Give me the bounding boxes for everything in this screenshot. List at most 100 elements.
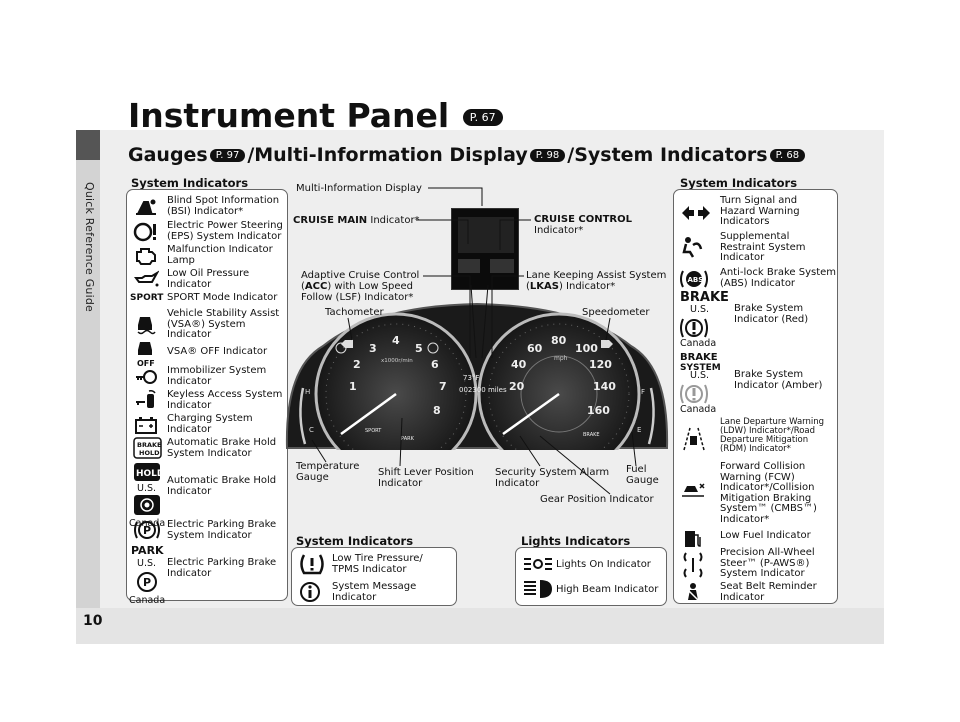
park-icon: PARK: [131, 544, 164, 557]
lights-heading: Lights Indicators: [521, 534, 631, 548]
svg-text:P: P: [143, 524, 151, 537]
callout-acc-line2: ) with Low Speed: [327, 281, 414, 292]
cluster-park-indicator: PARK: [401, 436, 415, 442]
brake-hold-canada-icon: [134, 495, 160, 515]
odometer-readout: 002300 miles: [459, 386, 507, 394]
keyless-fob-icon: [136, 390, 156, 408]
svg-text:OFF: OFF: [137, 359, 155, 368]
indicator-label: Lights On Indicator: [556, 559, 651, 570]
fuel-gauge-arc: [647, 387, 655, 445]
brake-warning-canada-icon: [680, 318, 708, 338]
section-tab-marker: [76, 130, 100, 160]
key-icon: [136, 370, 157, 384]
vsa-off-icon: OFF: [137, 342, 155, 368]
sidebar-label: Quick Reference Guide: [83, 182, 96, 312]
temperature-gauge-arc: [299, 387, 307, 445]
callout-mid: Multi-Information Display: [296, 183, 422, 194]
right-panel-heading: System Indicators: [680, 176, 798, 190]
indicator-label: Electric Parking Brake System Indicator: [167, 519, 277, 541]
indicator-label: VSA® OFF Indicator: [167, 346, 268, 357]
sys-ref-link[interactable]: P. 68: [769, 149, 806, 162]
callout-lkas-bold: LKAS: [529, 281, 559, 292]
svg-text:P: P: [143, 576, 151, 589]
callout-lkas-line1: Lane Keeping Assist System: [526, 270, 667, 281]
sport-icon: SPORT: [130, 293, 164, 303]
svg-text:SYSTEM: SYSTEM: [680, 363, 720, 372]
gauge-e-label: E: [637, 426, 641, 434]
abs-icon: ABS: [680, 270, 708, 288]
epb-system-icon: P: [134, 521, 160, 539]
region-canada: Canada: [680, 404, 717, 415]
gauges-ref-link[interactable]: P. 97: [209, 149, 246, 162]
indicator-label: Anti-lock Brake System (ABS) Indicator: [720, 267, 837, 289]
indicator-label: Vehicle Stability Assist (VSA®) System I…: [167, 308, 280, 340]
subtitle-sys: /System Indicators: [567, 144, 768, 166]
callout-acc: Adaptive Cruise Control(ACC) with Low Sp…: [301, 270, 420, 303]
fuel-pump-icon: [685, 531, 701, 547]
indicator-label: Electric Power Steering (EPS) System Ind…: [167, 220, 283, 242]
indicator-label: Precision All-Wheel Steer™ (P-AWS®) Syst…: [720, 547, 815, 579]
speed-tick: 60: [527, 342, 543, 355]
vsa-car-icon: [137, 317, 156, 335]
gauge-h-label: H: [305, 388, 310, 396]
indicator-label: SPORT Mode Indicator: [167, 292, 278, 303]
region-us: U.S.: [690, 304, 710, 315]
multi-information-display: [451, 208, 519, 290]
indicator-label: Lane Departure Warning (LDW) Indicator*/…: [720, 417, 825, 454]
brake-text-icon: BRAKE: [680, 290, 729, 305]
tach-tick: 7: [439, 380, 447, 393]
page-number: 10: [83, 613, 103, 629]
engine-icon: [136, 248, 156, 265]
left-indicator-panel: Blind Spot Information (BSI) Indicator* …: [126, 189, 288, 606]
mid-ref-link[interactable]: P. 98: [529, 149, 566, 162]
high-beam-icon: [524, 580, 552, 598]
tach-tick: 8: [433, 404, 441, 417]
subtitle-mid: /Multi-Information Display: [247, 144, 528, 166]
lane-departure-icon: [683, 427, 705, 451]
cluster-turn-right-icon: [601, 340, 613, 348]
steering-wheel-warning-icon: [133, 222, 156, 242]
gauge-f-label: F: [641, 388, 645, 396]
callout-temperature: Temperature Gauge: [296, 461, 360, 483]
indicator-label: Brake System Indicator (Amber): [734, 369, 823, 391]
svg-text:HOLD: HOLD: [136, 469, 161, 479]
mid-segment: [490, 259, 514, 273]
left-panel-heading: System Indicators: [131, 176, 249, 190]
svg-text:BRAKE: BRAKE: [137, 441, 161, 449]
callout-cruise-main: CRUISE MAIN Indicator*: [293, 215, 420, 226]
region-us: U.S.: [137, 558, 157, 569]
indicator-label: Immobilizer System Indicator: [167, 365, 267, 387]
region-us: U.S.: [137, 483, 157, 494]
page-ref-link[interactable]: P. 67: [462, 109, 503, 126]
callout-cruise-control-bold: CRUISE CONTROL: [534, 214, 632, 225]
callout-security: Security System Alarm Indicator: [495, 467, 610, 489]
tach-unit: x1000r/min: [381, 358, 413, 364]
tach-needle: [340, 392, 397, 436]
speed-needle: [502, 392, 560, 436]
callout-shift: Shift Lever Position Indicator: [378, 467, 474, 489]
indicator-label: Automatic Brake Hold Indicator: [167, 475, 277, 497]
region-canada: Canada: [129, 518, 166, 529]
indicator-label: Seat Belt Reminder Indicator: [720, 581, 817, 603]
callout-tachometer: Tachometer: [325, 307, 384, 318]
region-canada: Canada: [680, 338, 717, 349]
tach-tick: 1: [349, 380, 357, 393]
callout-cruise-main-bold: CRUISE MAIN: [293, 215, 368, 226]
speed-tick: 80: [551, 334, 567, 347]
bsi-icon: [136, 199, 156, 215]
epb-canada-icon: P: [137, 572, 157, 592]
right-indicator-panel: Turn Signal and Hazard Warning Indicator…: [673, 189, 838, 604]
mid-screen: [458, 217, 514, 253]
battery-icon: [135, 417, 157, 434]
indicator-label: Charging System Indicator: [167, 413, 253, 435]
tach-tick: 5: [415, 342, 423, 355]
callout-fuel: Fuel Gauge: [626, 464, 659, 486]
subtitle-gauges: Gauges: [128, 144, 208, 166]
brake-amber-canada-icon: [680, 384, 708, 404]
lights-panel: Lights On Indicator High Beam Indicator: [515, 547, 667, 606]
hold-icon: HOLD: [134, 463, 161, 481]
section-tab: [76, 130, 100, 608]
indicator-label: Blind Spot Information (BSI) Indicator*: [167, 195, 280, 217]
